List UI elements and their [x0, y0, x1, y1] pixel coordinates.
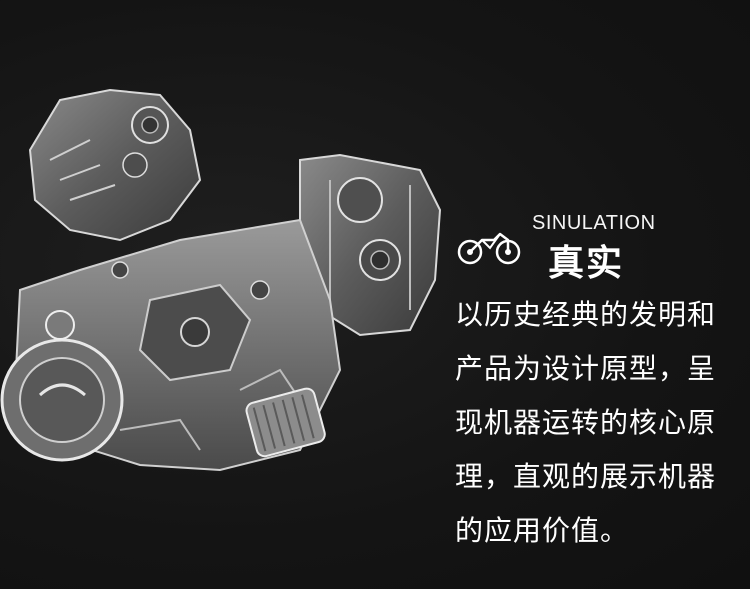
- caption-subtitle: SINULATION: [532, 212, 656, 234]
- body-line: 以历史经典的发明和: [455, 298, 717, 331]
- body-line: 现机器运转的核心原: [455, 406, 717, 439]
- body-line: 理，直观的展示机器: [455, 460, 717, 493]
- motorcycle-icon: [456, 230, 524, 266]
- caption-title: 真实: [548, 243, 625, 284]
- caption-body: 以历史经典的发明和 产品为设计原型，呈 现机器运转的核心原 理，直观的展示机器 …: [455, 288, 745, 558]
- body-line: 产品为设计原型，呈: [455, 352, 717, 385]
- body-line: 的应用价值。: [455, 514, 630, 547]
- engine-illustration: [0, 70, 460, 490]
